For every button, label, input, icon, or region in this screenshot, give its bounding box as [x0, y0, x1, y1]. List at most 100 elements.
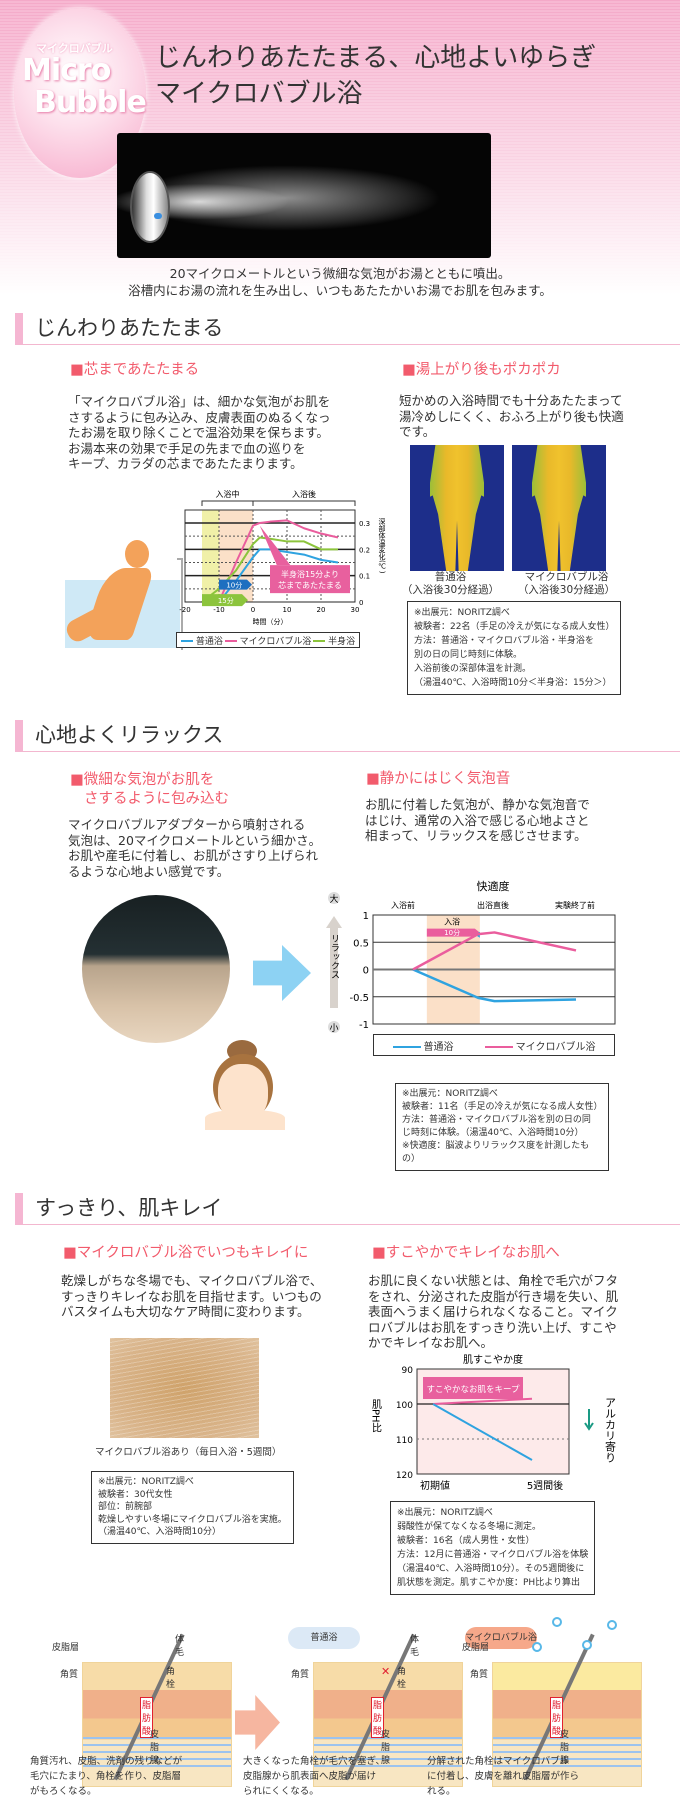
- callout-text: 半身浴15分より: [281, 569, 339, 579]
- arrow-label: 10分: [226, 581, 242, 590]
- phase-bracket: [201, 500, 356, 506]
- diagram-caption-microbubble: 分解された角栓はマイクロバブルに付着し、皮膚を離れ皮脂層が作られる。: [427, 1754, 579, 1799]
- label-plug: 角栓: [166, 1667, 176, 1690]
- note-line: 被験者：30代女性: [98, 1489, 173, 1500]
- band-half-bath: [202, 510, 219, 602]
- text-line: かでキレイなお肌へ。: [368, 1335, 494, 1350]
- legend-item: 半身浴: [313, 634, 355, 647]
- y-tick-label: -1: [359, 1020, 369, 1031]
- nozzle-image: [130, 171, 170, 243]
- source-note-relax: ※出展元：NORITZ調べ被験者：11名（手足の冷えが気になる成人女性）方法：普…: [395, 1083, 610, 1171]
- blocked-x-icon: ✕: [381, 1665, 391, 1678]
- note-line: 肌状態を測定。肌すこやか度：PH比より算出: [397, 1578, 581, 1588]
- text-line: 湯冷めしにくく、おふろ上がり後も快適: [399, 408, 624, 424]
- scale-low-badge: [328, 1021, 340, 1033]
- y-tick-label: 1: [363, 911, 369, 922]
- bubble-icon: [532, 1642, 542, 1652]
- label-body-hair: 体毛: [175, 1635, 185, 1658]
- thermal-caption-normal: 普通浴（入浴後30分経過）: [401, 571, 500, 596]
- legend-item: マイクロバブル浴: [224, 634, 311, 647]
- text-line: お肌に良くない状態とは、角栓で毛穴がフタ: [368, 1273, 619, 1288]
- series-line-0: [218, 548, 339, 603]
- y-tick-label: 120: [396, 1471, 413, 1481]
- note-line: 別の日の同じ時刻に体験。: [414, 650, 523, 660]
- caption-line: 角質汚れ、皮脂、洗剤の残りなどが: [30, 1756, 183, 1767]
- caption-line: れる。: [427, 1786, 456, 1797]
- hero-caption: 20マイクロメートルという微細な気泡がお湯とともに噴出。 浴槽内にお湯の流れを生…: [0, 265, 680, 299]
- text-line: さするように包み込み、皮膚表面のぬるくなっ: [68, 409, 331, 425]
- band-label: 10分: [444, 928, 460, 937]
- thermal-image-normal: [410, 445, 504, 571]
- subheading-healthy-skin: ■すこやかでキレイなお肌へ: [372, 1245, 560, 1261]
- text-line: お肌に付着した気泡が、静かな気泡音で: [365, 797, 590, 812]
- y-tick-label: 0.3: [359, 520, 370, 528]
- series-line-1: [412, 931, 577, 971]
- thermal-caption-microbubble: マイクロバブル浴（入浴後30分経過）: [517, 571, 616, 596]
- scale-low-label: 小: [329, 1023, 338, 1034]
- arrow-10min: [219, 579, 252, 590]
- logo-en-2: Bubble: [34, 85, 147, 120]
- label-body-hair: 体毛: [410, 1635, 420, 1658]
- series-line-0: [432, 1397, 533, 1405]
- section-heading-relax: 心地よくリラックス: [15, 720, 680, 752]
- note-line: （湯温40℃、入浴時間10分＜半身浴：15分＞）: [414, 678, 612, 688]
- x-tick-label: -10: [213, 606, 224, 614]
- text-line: はじけ、通常の入浴で感じる心地よさと: [365, 812, 590, 828]
- title-line-2: マイクロバブル浴: [155, 79, 363, 109]
- text-line: 「マイクロバブル浴」は、細かな気泡がお肌を: [68, 394, 331, 409]
- label-microbubble-bath: マイクロバブル浴: [465, 1627, 537, 1649]
- text-line: です。: [399, 424, 436, 439]
- caption-line: 皮脂腺から肌表面へ皮脂が届け: [243, 1771, 377, 1782]
- bubble-icon: [607, 1620, 617, 1630]
- note-line: 部位：前腕部: [98, 1502, 153, 1512]
- callout-text: 芯まであたたまる: [278, 580, 342, 590]
- y-tick-label: 0: [359, 599, 363, 607]
- side-label: アルカリ寄り: [604, 1397, 617, 1463]
- series-line-1: [218, 519, 339, 603]
- y-tick-label: 0.1: [359, 573, 370, 581]
- subheading-after-bath: ■湯上がり後もポカポカ: [402, 362, 561, 378]
- label-stratum: 角質: [470, 1670, 489, 1680]
- arrow-right-icon: [235, 1695, 280, 1750]
- label-sebaceous-gland: 皮脂腺: [381, 1730, 391, 1766]
- text-line: るような心地よい感覚です。: [68, 863, 230, 879]
- bathing-person-illustration: [63, 540, 183, 650]
- y-axis-label: 肌PH比: [370, 1399, 382, 1433]
- callout-pointer: [259, 525, 291, 566]
- category-label: 初期値: [420, 1479, 450, 1492]
- note-line: （湯温40℃、入浴時間10分）: [98, 1527, 222, 1537]
- y-axis-label: リラックス: [329, 934, 339, 979]
- bubble-icon: [582, 1640, 592, 1650]
- chart2-legend: 普通浴 マイクロバブル浴: [373, 1034, 615, 1056]
- label-fatty-acid: 脂肪酸: [550, 1697, 564, 1738]
- tub-edge: [177, 558, 183, 650]
- paragraph-healthy-skin: お肌に良くない状態とは、角栓で毛穴がフタをされ、分泌された皮脂が行き場を失い、肌…: [368, 1273, 618, 1351]
- subheading-bubble-sound: ■静かにはじく気泡音: [366, 771, 511, 787]
- label-sebaceous-gland: 皮脂腺: [560, 1730, 570, 1766]
- text-line: バスタイムも大切なケア時間に変わります。: [61, 1304, 310, 1319]
- callout-box: [270, 565, 350, 594]
- y-tick-label: -0.5: [349, 993, 369, 1004]
- phase-label-bathing: 入浴中: [216, 489, 240, 499]
- text-line: お肌や産毛に付着し、お肌がさすり上げられ: [68, 848, 319, 863]
- source-note-skin: ※出展元：NORITZ調べ弱酸性が保てなくなる冬場に測定。被験者：16名（成人男…: [390, 1501, 596, 1595]
- note-line: 方法：12月に普通浴・マイクロバブル浴を体験: [397, 1550, 589, 1560]
- logo-en-1: Micro: [22, 53, 111, 88]
- diagram-caption-before: 角質汚れ、皮脂、洗剤の残りなどが毛穴にたまり、角栓を作り、皮脂層がもろくなる。: [30, 1754, 182, 1799]
- callout-text: すこやかなお肌をキープ: [427, 1385, 520, 1395]
- callout-box: [423, 1377, 523, 1399]
- paragraph-always-clean: 乾燥しがちな冬場でも、マイクロバブル浴で、すっきりキレイなお肌を目指せます。いつ…: [61, 1273, 322, 1320]
- diagram-caption-normal: 大きくなった角栓が毛穴を塞ぎ、皮脂腺から肌表面へ皮脂が届けられにくくなる。: [243, 1754, 385, 1799]
- category-label: 入浴前: [391, 900, 415, 910]
- note-line: じ時刻に体験。（湯温40℃、入浴時間10分）: [402, 1128, 584, 1138]
- label-normal-bath: 普通浴: [288, 1627, 360, 1649]
- note-line: の）: [402, 1154, 421, 1164]
- band-label: 入浴: [444, 916, 460, 926]
- x-tick-label: 20: [317, 606, 326, 614]
- paragraph-core-warm: 「マイクロバブル浴」は、細かな気泡がお肌をさするように包み込み、皮膚表面のぬるく…: [68, 394, 331, 472]
- chart-title: 肌すこやか度: [463, 1353, 523, 1366]
- text-line: をされ、分泌された皮脂が行き場を失い、肌: [368, 1288, 619, 1304]
- y-tick-label: 110: [396, 1436, 413, 1446]
